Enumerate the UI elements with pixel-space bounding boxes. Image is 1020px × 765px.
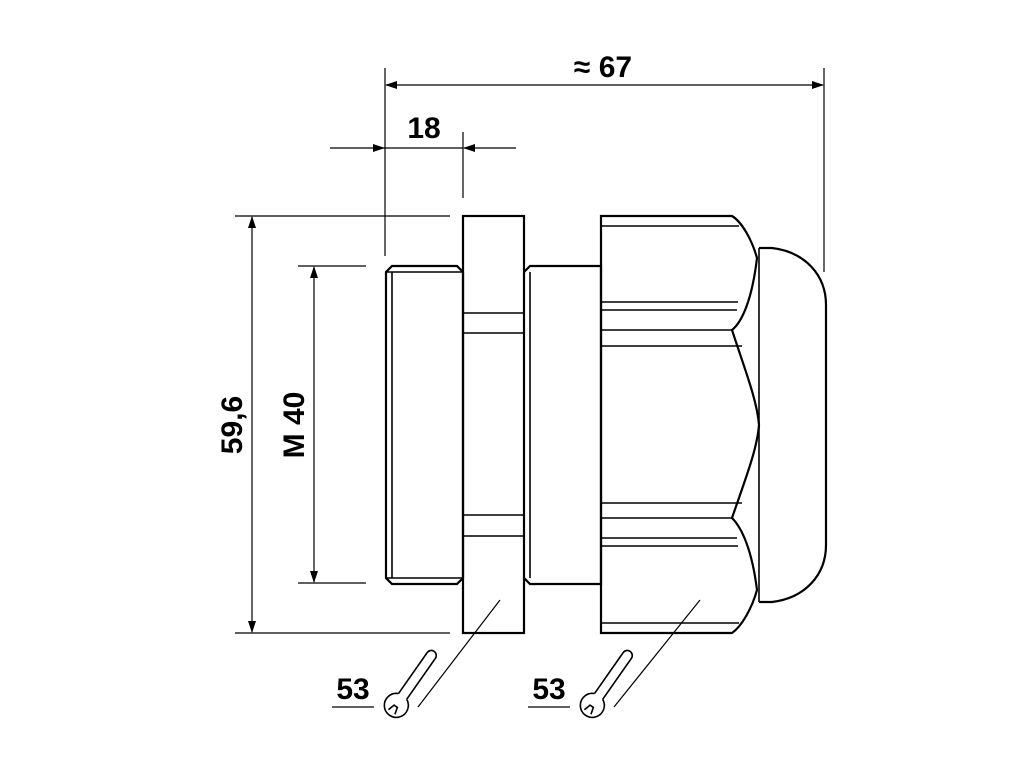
overall-height-label: 59,6	[216, 396, 249, 454]
lock-nut	[461, 214, 526, 635]
overall-length-label: ≈ 67	[574, 51, 632, 84]
thread-section	[384, 264, 465, 586]
thread-length-label: 18	[407, 112, 440, 145]
wrench-icon	[383, 649, 438, 719]
leader-line-left	[417, 599, 501, 708]
leader-line-right	[613, 599, 701, 708]
dome-cap	[758, 246, 828, 604]
pressure-nut	[599, 214, 761, 635]
wrench-size-left-label: 53	[336, 673, 369, 706]
wrench-size-left: 53	[332, 673, 374, 708]
wrench-icon	[579, 649, 634, 719]
thread-size-label: M 40	[278, 392, 311, 459]
thread-size-dimension: M 40	[278, 265, 366, 584]
overall-height-dimension: 59,6	[216, 215, 450, 634]
thread-length-dimension: 18	[330, 112, 516, 198]
overall-length-dimension: ≈ 67	[384, 51, 825, 272]
wrench-size-right-label: 53	[532, 673, 565, 706]
wrench-size-right: 53	[528, 673, 570, 708]
gland-neck	[523, 264, 603, 586]
